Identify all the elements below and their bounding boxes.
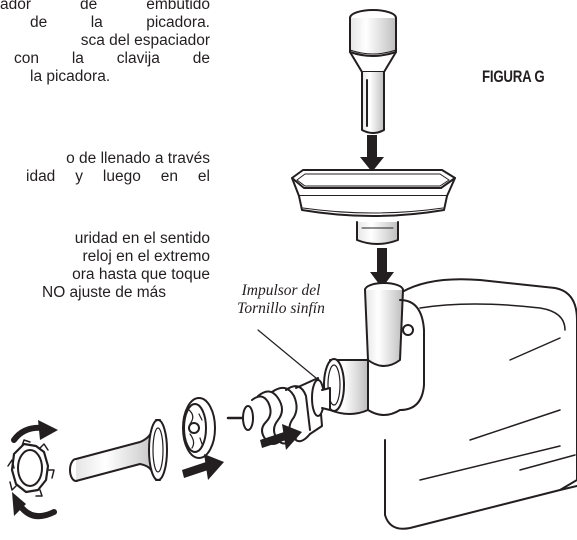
text-line: la picadora.: [30, 68, 111, 85]
assembly-arrow-1: [182, 454, 224, 480]
text-line: reloj en el extremo: [82, 248, 210, 265]
text-line: sca del espaciador: [80, 32, 210, 49]
food-pusher: [349, 9, 397, 134]
callout-leader-line: [257, 329, 317, 379]
locking-ring: [7, 439, 55, 497]
rotate-arrow-head-top: [38, 420, 58, 440]
motor-housing: [384, 278, 577, 530]
callout-line-2: Tornillo sinfín: [237, 300, 325, 317]
assembly-arrow-2: [260, 424, 302, 450]
text-line: ora hasta que toque: [72, 266, 210, 283]
instruction-paragraph-2: o de llenado a través idad y luego en el: [0, 150, 210, 186]
callout-label: Impulsor del Tornillo sinfín: [221, 282, 341, 318]
auger-screw: [226, 377, 331, 445]
assembly-arrows: [182, 424, 302, 480]
arrow-down-1: [360, 135, 384, 172]
text-line: ador de embutido: [0, 0, 210, 13]
cutting-blade: [182, 397, 216, 459]
text-line: NO ajuste de más: [42, 284, 167, 301]
text-line: uridad en el sentido: [74, 230, 210, 247]
text-line: o de llenado a través: [66, 150, 210, 167]
grinder-head: [323, 282, 425, 416]
text-line: de la picadora.: [30, 14, 210, 31]
text-line: idad y luego en el: [26, 168, 210, 185]
instruction-paragraph-1: ador de embutido de la picadora. sca del…: [0, 0, 210, 86]
text-line: con la clavija de: [14, 50, 210, 67]
stuffing-tube: [69, 419, 168, 482]
figure-label: FIGURA G: [482, 67, 545, 86]
feeding-tray: [291, 169, 456, 245]
rotate-arrow-head-bottom: [12, 492, 26, 516]
callout-line-1: Impulsor del: [241, 282, 321, 299]
instruction-paragraph-3: uridad en el sentido reloj en el extremo…: [0, 230, 210, 302]
arrow-down-2: [370, 248, 394, 288]
